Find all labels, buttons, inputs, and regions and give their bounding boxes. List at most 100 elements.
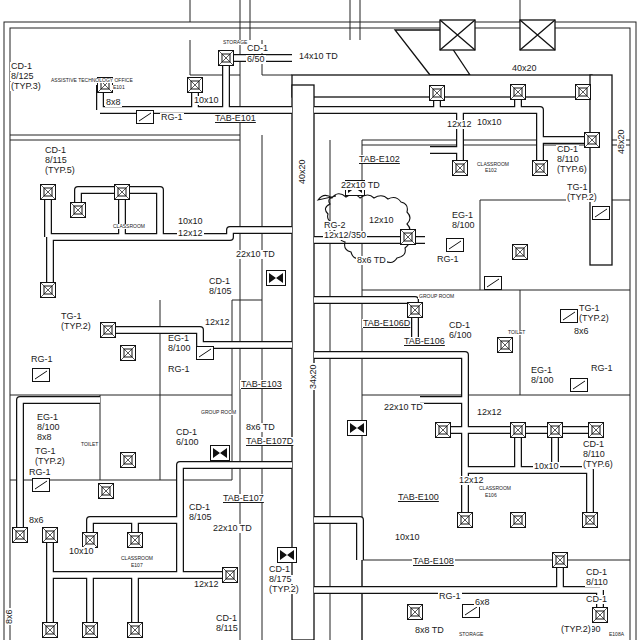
plan-label: 8/100 (530, 376, 555, 385)
plan-label: 8/110 (556, 155, 580, 164)
plan-label: 6/100 (448, 331, 473, 340)
plan-label: E108A (608, 632, 625, 637)
plan-label: STORAGE (458, 632, 484, 637)
plan-label: TG-1 (578, 304, 601, 313)
plan-label: TAB-E108 (412, 557, 455, 566)
plan-label: EG-1 (167, 334, 190, 343)
plan-label: TAB-E102 (358, 155, 401, 164)
plan-label: 40x20 (298, 158, 307, 185)
plan-label: 8x8 TD (414, 626, 445, 635)
plan-label: RG-1 (590, 364, 614, 373)
plan-label: 8x6 (573, 327, 590, 336)
plan-label: 22x10 TD (383, 403, 424, 412)
plan-label: (TYP.2) (566, 193, 598, 202)
plan-label: 8/175 (268, 575, 293, 584)
plan-label: GROUP ROOM (418, 294, 455, 299)
plan-label: TAB-E106 (403, 337, 446, 346)
plan-label: CD-1 (10, 62, 33, 71)
plan-label: CD-1 (448, 321, 471, 330)
plan-label: RG-1 (436, 255, 460, 264)
plan-label: CD-1 (215, 614, 238, 623)
plan-label: CD-1 (582, 440, 605, 449)
plan-label: TAB-E107D (245, 437, 294, 446)
plan-label: CLASSROOM (478, 486, 512, 491)
plan-label: RG-1 (28, 468, 52, 477)
plan-label: CLASSROOM (120, 556, 154, 561)
plan-label: 12x12 (446, 120, 473, 129)
plan-label: EG-1 (451, 211, 474, 220)
plan-label: TG-1 (566, 183, 589, 192)
plan-label: RG-1 (160, 113, 184, 122)
plan-label: TAB-E107 (222, 494, 265, 503)
plan-label: CLASSROOM (112, 224, 146, 229)
plan-label: CLASSROOM (476, 162, 510, 167)
plan-label: CD-1 (44, 146, 67, 155)
plan-label: 8/115 (44, 156, 68, 165)
plan-label: E102 (484, 168, 498, 173)
plan-label: 34x20 (309, 363, 318, 390)
plan-label: TAB-E106D (362, 319, 411, 328)
plan-label: 22x10 TD (340, 181, 381, 190)
plan-label: 8/115 (215, 624, 239, 633)
plan-label: 8x8 (105, 98, 122, 107)
plan-label: TG-1 (60, 312, 83, 321)
plan-label: 22x10 TD (212, 524, 253, 533)
plan-label: 6/100 (175, 438, 200, 447)
plan-label: TAB-E101 (214, 114, 257, 123)
plan-label: 40x20 (511, 64, 538, 73)
plan-label: CD-1 (188, 503, 211, 512)
plan-label: EG-1 (36, 413, 59, 422)
plan-label: 8/110 (585, 578, 609, 587)
plan-label: 10x10 (394, 533, 421, 542)
plan-label: 12x10 (368, 216, 395, 225)
plan-label: TOILET (80, 442, 99, 447)
plan-label: 6/50 (246, 55, 266, 64)
plan-label: 10x10 (68, 547, 95, 556)
plan-label: E107 (130, 563, 144, 568)
plan-label: RG-2 (323, 221, 347, 230)
plan-label: 10x10 (177, 217, 204, 226)
plan-label: 8/105 (188, 513, 213, 522)
plan-label: ASSISTIVE TECHNOLOGY OFFICE (50, 78, 134, 83)
plan-label: 12x12 (204, 318, 231, 327)
plan-label: (TYP.2) (560, 625, 592, 634)
plan-label: 12x12/350 (323, 231, 367, 240)
plan-label: STORAGE (222, 40, 248, 45)
plan-label: TAB-E103 (240, 380, 283, 389)
plan-label: (TYP.2) (34, 457, 66, 466)
plan-label: TAB-E100 (397, 493, 440, 502)
plan-label: RG-1 (30, 355, 54, 364)
plan-label: 10x10 (476, 118, 503, 127)
plan-label: 8x6 TD (245, 423, 276, 432)
plan-label: 8/100 (36, 423, 61, 432)
plan-label: 8/100 (167, 344, 192, 353)
plan-label: 10x10 (193, 96, 220, 105)
plan-label: 8/100 (451, 221, 476, 230)
plan-label: 8x6 (5, 608, 14, 625)
plan-label: 22x10 TD (235, 250, 276, 259)
plan-label: (TYP.2) (578, 314, 610, 323)
plan-label: 12x12 (193, 580, 220, 589)
plan-label: 6x8 (474, 598, 491, 607)
plan-label: CD-1 (556, 145, 579, 154)
plan-label: 8x6 (28, 516, 45, 525)
plan-label: 8/105 (208, 287, 233, 296)
plan-label: E106 (484, 493, 498, 498)
plan-label: 10x10 (533, 462, 560, 471)
plan-label: CD-1 (246, 44, 269, 53)
plan-label: (TYP.3) (10, 82, 42, 91)
plan-label: CD-1 (585, 595, 608, 604)
plan-label: (TYP.5) (44, 166, 76, 175)
plan-label: CD-1 (585, 568, 608, 577)
plan-label: 8/125 (10, 72, 35, 81)
plan-label: CD-1 (268, 565, 291, 574)
plan-label: TOILET (507, 330, 526, 335)
plan-label: CD-1 (175, 428, 198, 437)
plan-label: 12x12 (476, 408, 503, 417)
plan-label: RG-1 (438, 592, 462, 601)
plan-label: (TYP.6) (582, 460, 614, 469)
plan-label: E101 (112, 85, 126, 90)
plan-label: 48x20 (617, 128, 626, 155)
